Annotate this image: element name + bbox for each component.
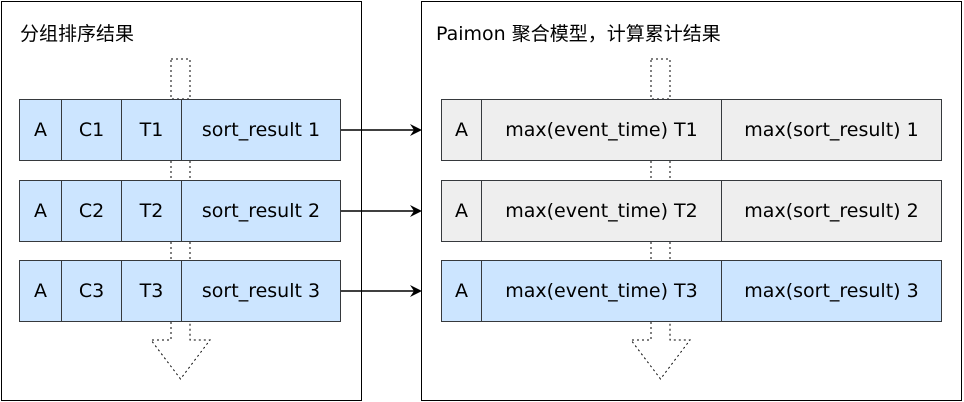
right-row-2-max-event-time: max(event_time) T2 [482,181,722,241]
right-row-1-key: A [442,100,482,160]
right-row-2-key: A [442,181,482,241]
left-row-1-c: C1 [62,100,122,160]
right-panel-title: Paimon 聚合模型，计算累计结果 [436,23,721,45]
left-row-2: A C2 T2 sort_result 2 [19,180,341,242]
left-row-3: A C3 T3 sort_result 3 [19,260,341,322]
left-row-3-key: A [20,261,62,321]
left-row-3-t: T3 [122,261,182,321]
left-row-2-c: C2 [62,181,122,241]
right-row-3-max-sort-result: max(sort_result) 3 [744,280,919,302]
left-row-2-sort-result: sort_result 2 [201,200,321,222]
right-row-2: A max(event_time) T2 max(sort_result) 2 [441,180,942,242]
right-row-1-max-sort-result: max(sort_result) 1 [744,119,919,141]
left-row-1-sort-result: sort_result 1 [201,119,321,141]
left-row-2-t: T2 [122,181,182,241]
left-row-3-sort-result: sort_result 3 [201,280,321,302]
left-row-1-t: T1 [122,100,182,160]
right-row-3-max-event-time: max(event_time) T3 [482,261,722,321]
right-row-1-max-event-time: max(event_time) T1 [482,100,722,160]
right-row-2-max-sort-result: max(sort_result) 2 [744,200,919,222]
right-row-3: A max(event_time) T3 max(sort_result) 3 [441,260,942,322]
left-row-1: A C1 T1 sort_result 1 [19,99,341,161]
left-row-3-c: C3 [62,261,122,321]
left-row-1-key: A [20,100,62,160]
right-row-3-key: A [442,261,482,321]
left-row-2-key: A [20,181,62,241]
right-row-1: A max(event_time) T1 max(sort_result) 1 [441,99,942,161]
left-panel-title: 分组排序结果 [20,23,135,45]
